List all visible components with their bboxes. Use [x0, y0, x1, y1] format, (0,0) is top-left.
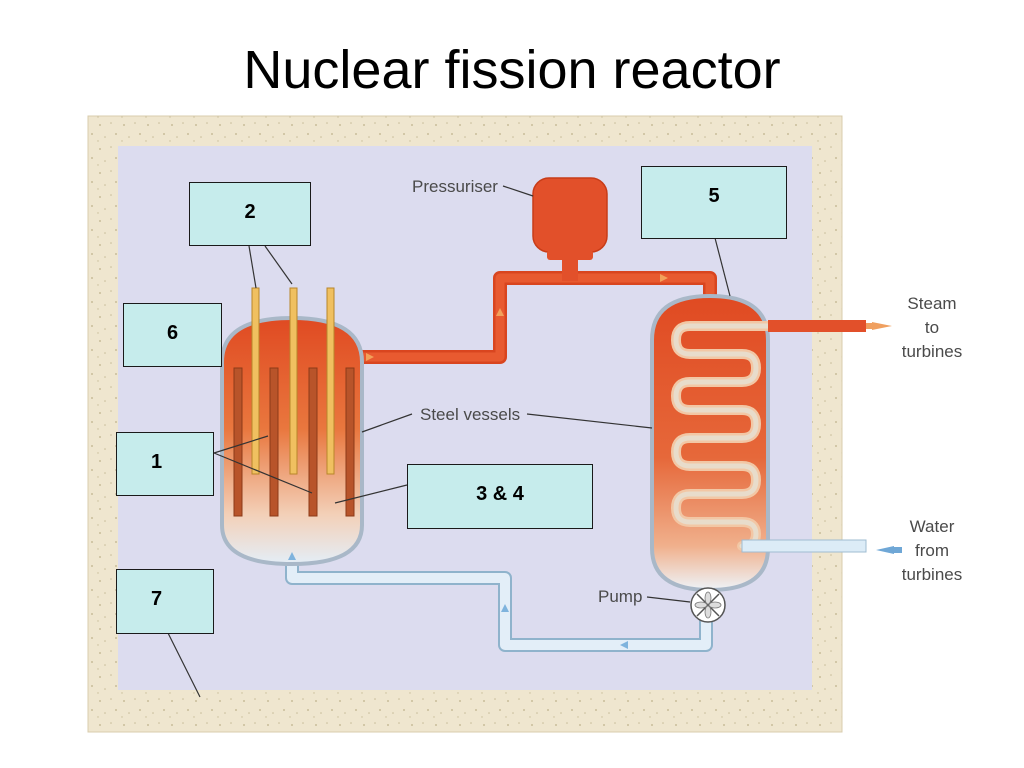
water-label-3: turbines	[902, 565, 962, 584]
fuel-rod	[308, 367, 318, 517]
label-box-3-and-4: 3 & 4	[407, 464, 593, 529]
fuel-rod	[269, 367, 279, 517]
pressuriser-label: Pressuriser	[412, 177, 498, 196]
label-box-6: 6	[123, 303, 222, 367]
steam-label-2: to	[925, 318, 939, 337]
steel-vessels-label: Steel vessels	[420, 405, 520, 424]
steam-out-pipe	[768, 320, 866, 332]
label-box-3-and-4-text: 3 & 4	[476, 483, 524, 505]
control-rod	[251, 287, 260, 475]
pump-icon	[690, 587, 726, 623]
water-arrow-icon	[876, 546, 894, 554]
flow-arrow-icon	[366, 353, 374, 361]
flow-arrow-icon	[501, 604, 509, 612]
label-box-5: 5	[641, 166, 787, 239]
flow-arrow-icon	[660, 274, 668, 282]
control-rod	[289, 287, 298, 475]
label-box-2-text: 2	[244, 201, 256, 223]
water-label-1: Water	[910, 517, 955, 536]
water-label-2: from	[915, 541, 949, 560]
label-box-1-text: 1	[151, 451, 163, 473]
pump-label: Pump	[598, 587, 642, 606]
steam-label-1: Steam	[907, 294, 956, 313]
label-box-7: 7	[116, 569, 214, 634]
steam-label-3: turbines	[902, 342, 962, 361]
water-in-pipe	[741, 539, 867, 553]
steam-arrow-icon	[872, 322, 892, 330]
reactor-vessel	[220, 287, 364, 567]
page-title: Nuclear fission reactor	[243, 40, 781, 100]
control-rod	[326, 287, 335, 475]
leader-lines	[167, 185, 731, 698]
label-box-5-text: 5	[708, 185, 720, 207]
fuel-rod	[233, 367, 243, 517]
flow-arrow-icon	[496, 308, 504, 316]
fuel-rod	[345, 367, 355, 517]
label-box-1: 1	[116, 432, 214, 496]
flow-arrow-icon	[620, 641, 628, 649]
label-box-7-text: 7	[151, 588, 163, 610]
steam-generator	[650, 293, 866, 593]
label-box-6-text: 6	[166, 322, 179, 344]
pressuriser	[532, 177, 608, 253]
flow-arrow-icon	[288, 552, 296, 560]
label-box-2: 2	[189, 182, 311, 246]
